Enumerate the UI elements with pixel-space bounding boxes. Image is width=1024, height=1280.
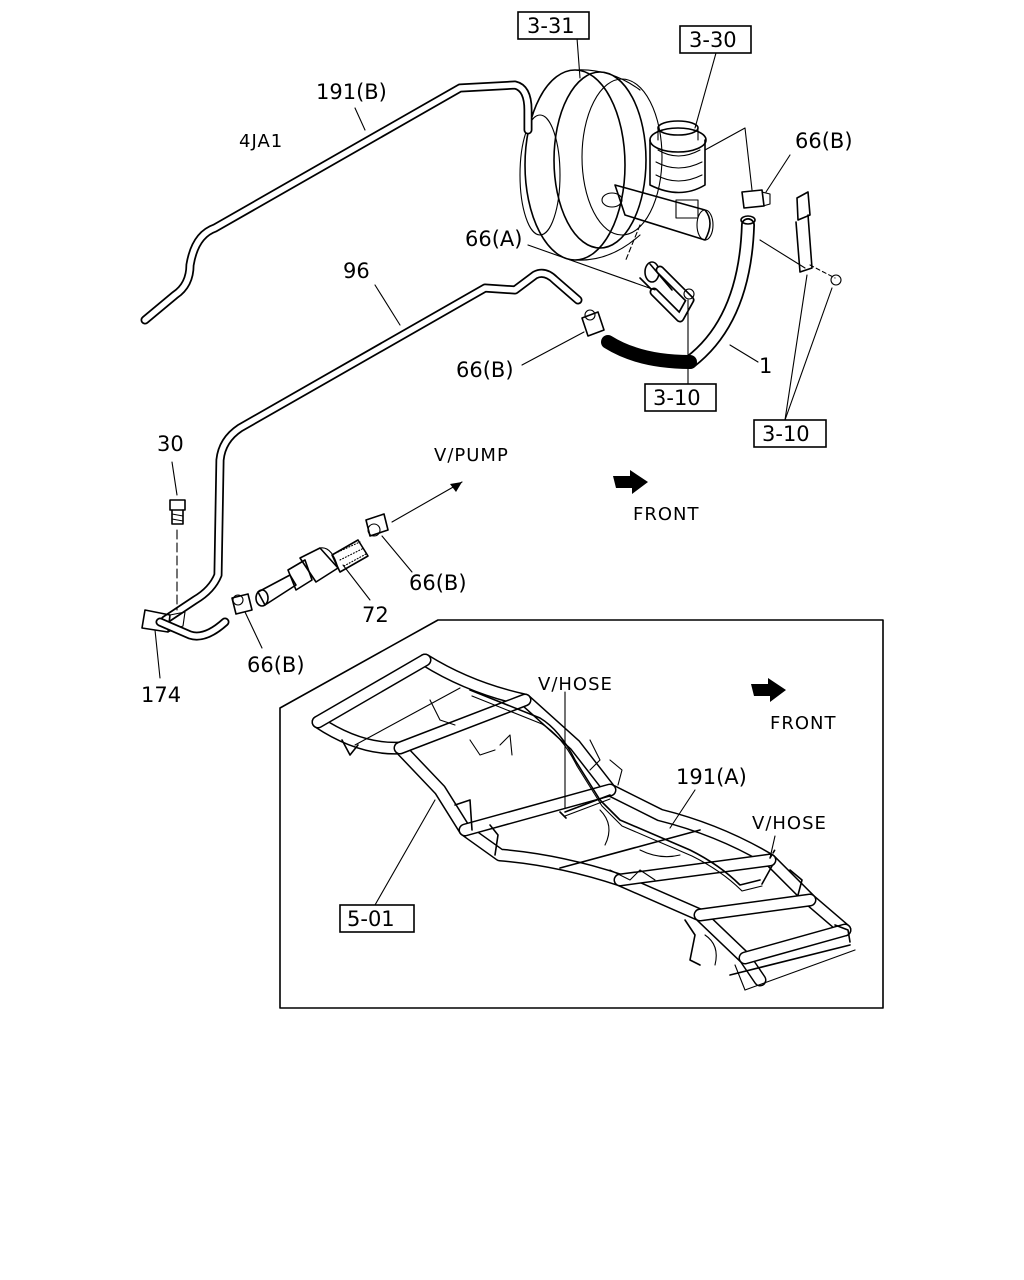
ref-box-3-31[interactable] bbox=[517, 11, 590, 40]
clip-66b-left bbox=[231, 593, 253, 615]
label-3-10-a[interactable]: 3-10 bbox=[653, 386, 701, 410]
inset-panel bbox=[279, 619, 884, 1009]
ref-box-3-30[interactable] bbox=[679, 25, 752, 54]
label-72: 72 bbox=[362, 603, 389, 627]
pipe-96 bbox=[160, 268, 583, 625]
label-3-31[interactable]: 3-31 bbox=[527, 14, 575, 38]
ref-box-3-10-a[interactable] bbox=[644, 383, 717, 412]
label-front-inset: FRONT bbox=[770, 713, 837, 734]
label-30: 30 bbox=[157, 432, 184, 456]
label-1: 1 bbox=[759, 354, 772, 378]
hose-segment bbox=[601, 335, 697, 369]
brake-booster bbox=[519, 69, 663, 261]
clip-66b-right bbox=[365, 513, 389, 537]
label-engine: 4JA1 bbox=[239, 131, 283, 152]
ref-box-3-10-b[interactable] bbox=[753, 419, 827, 448]
master-cylinder bbox=[614, 120, 714, 241]
check-valve-72 bbox=[255, 539, 369, 607]
clip-66a bbox=[639, 261, 695, 323]
label-66b-top: 66(B) bbox=[795, 129, 853, 153]
label-66b-left: 66(B) bbox=[247, 653, 305, 677]
label-front-top: FRONT bbox=[633, 504, 700, 525]
front-arrow-inset-icon bbox=[751, 678, 786, 702]
label-174: 174 bbox=[141, 683, 181, 707]
chassis-frame bbox=[311, 653, 856, 991]
label-vpump: V/PUMP bbox=[434, 445, 509, 466]
hose-1 bbox=[683, 215, 756, 369]
label-3-10-b[interactable]: 3-10 bbox=[762, 422, 810, 446]
pipe-191b bbox=[140, 80, 533, 325]
label-66a: 66(A) bbox=[465, 227, 522, 251]
bolt-30 bbox=[169, 499, 186, 525]
mounting-bracket bbox=[759, 191, 842, 286]
label-66b-right: 66(B) bbox=[409, 571, 467, 595]
label-191a: 191(A) bbox=[676, 765, 747, 789]
clip-66b-top bbox=[741, 189, 771, 209]
front-arrow-icon bbox=[613, 470, 648, 494]
label-3-30[interactable]: 3-30 bbox=[689, 28, 737, 52]
label-vhose-1: V/HOSE bbox=[538, 674, 613, 695]
pipe-lower bbox=[155, 617, 230, 641]
label-5-01[interactable]: 5-01 bbox=[347, 907, 395, 931]
label-vhose-2: V/HOSE bbox=[752, 813, 827, 834]
ref-box-5-01[interactable] bbox=[339, 904, 415, 933]
label-66b-mid: 66(B) bbox=[456, 358, 514, 382]
label-191b: 191(B) bbox=[316, 80, 387, 104]
label-96: 96 bbox=[343, 259, 370, 283]
clip-66b-mid bbox=[581, 309, 605, 337]
